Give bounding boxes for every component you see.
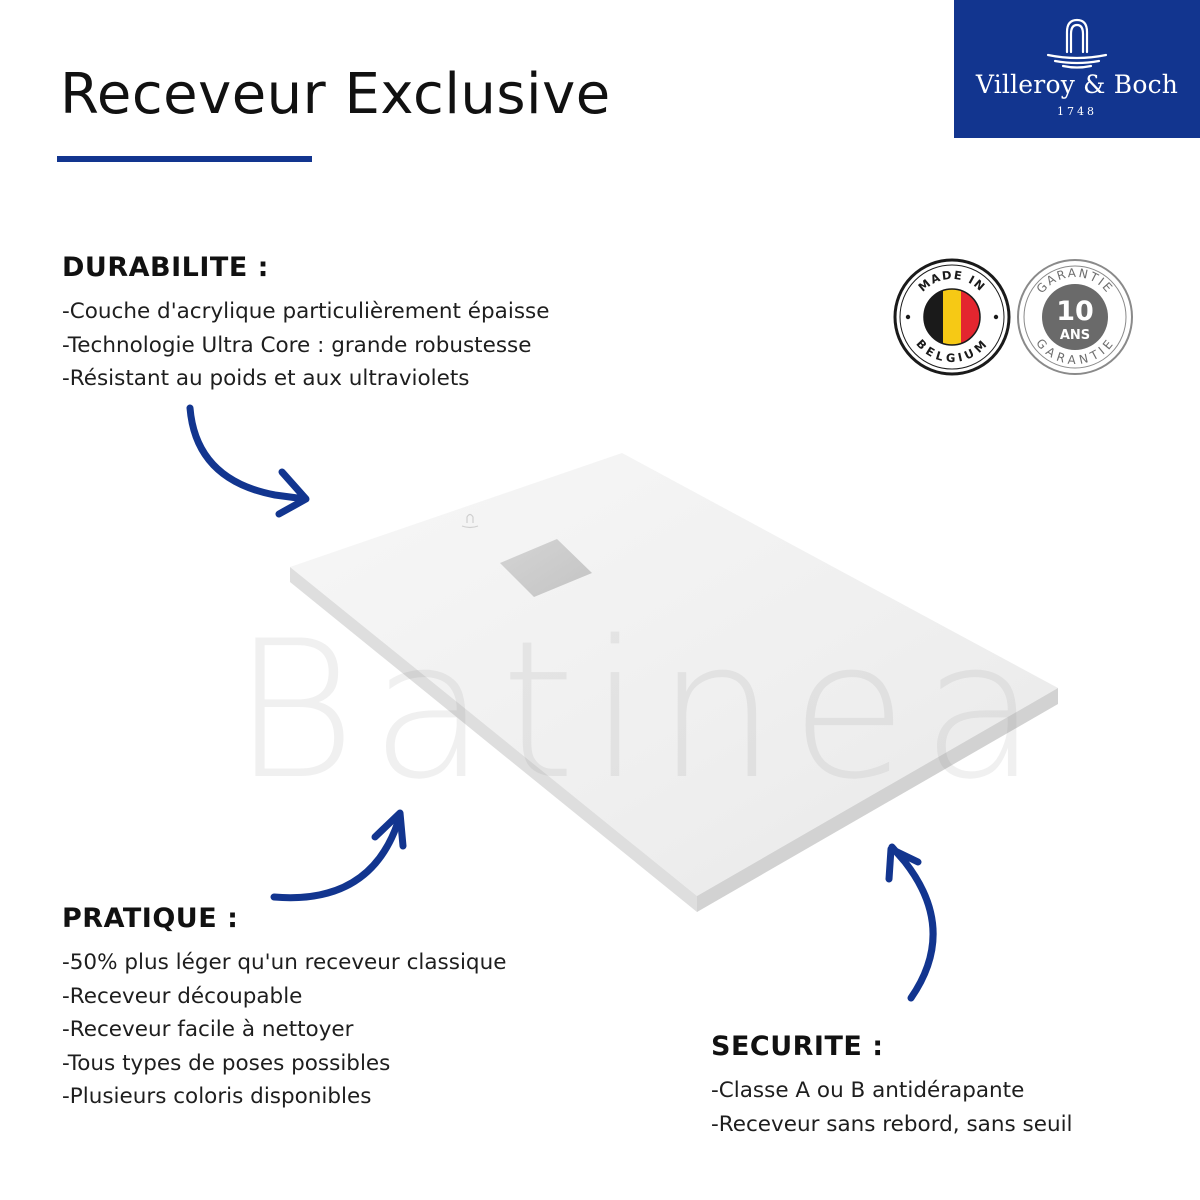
tray-logo-mark (461, 513, 479, 529)
list-item: -Receveur découpable (62, 983, 303, 1009)
securite-list: -Classe A ou B antidérapante -Receveur s… (711, 1074, 1073, 1141)
list-item: -Technologie Ultra Core : grande robuste… (62, 332, 532, 358)
belgian-flag-icon (924, 289, 980, 345)
brand-logo: Villeroy & Boch 1748 (954, 0, 1200, 138)
list-item: -Résistant au poids et aux ultraviolets (62, 366, 470, 391)
list-item: -Receveur sans rebord, sans seuil (711, 1111, 1073, 1137)
pratique-list: -50% plus léger qu'un receveur classique… (62, 946, 506, 1114)
durabilite-heading: DURABILITE : (62, 252, 269, 283)
pratique-section: PRATIQUE : -50% plus léger qu'un receveu… (62, 903, 506, 1114)
brand-year: 1748 (1057, 105, 1097, 118)
title-underline (57, 156, 312, 162)
list-item: -Classe A ou B antidérapante (711, 1078, 1025, 1103)
fountain-emblem-icon (1046, 18, 1108, 69)
securite-section: SECURITE : -Classe A ou B antidérapante … (711, 1031, 1073, 1141)
durabilite-section: DURABILITE : -Couche d'acrylique particu… (62, 252, 549, 396)
list-item: -50% plus léger qu'un receveur classique (62, 950, 507, 975)
securite-heading: SECURITE : (711, 1031, 884, 1062)
list-item: -Plusieurs coloris disponibles (62, 1084, 372, 1109)
list-item: -Couche d'acrylique particulièrement épa… (62, 299, 550, 324)
drain-cover (500, 539, 592, 597)
list-item: -Tous types de poses possibles (62, 1050, 391, 1076)
durabilite-list: -Couche d'acrylique particulièrement épa… (62, 295, 549, 396)
guarantee-badge: GARANTIE GARANTIE 10 ANS (1015, 257, 1135, 377)
guarantee-unit: ANS (1060, 328, 1090, 343)
page-title: Receveur Exclusive (60, 62, 611, 127)
badges: MADE IN BELGIUM GARANTIE (892, 255, 1142, 380)
guarantee-years: 10 (1056, 296, 1094, 327)
watermark: Batinea (232, 600, 1052, 821)
brand-name: Villeroy & Boch (975, 70, 1179, 99)
list-item: -Receveur facile à nettoyer (62, 1017, 354, 1042)
made-in-belgium-badge: MADE IN BELGIUM (892, 257, 1012, 377)
pratique-heading: PRATIQUE : (62, 903, 239, 934)
